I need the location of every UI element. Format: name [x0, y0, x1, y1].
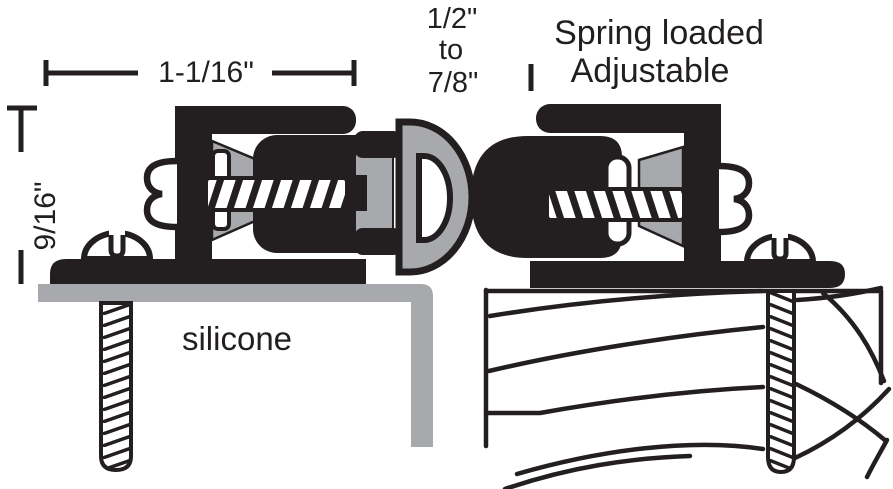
left-mounting-screw-threads	[101, 303, 131, 470]
height-dimension-label: 9/16"	[29, 181, 62, 250]
gap-range-label-line2: to	[439, 34, 463, 66]
right-base-flange	[530, 261, 845, 288]
bulb-clip-lip-bottom	[354, 228, 402, 255]
gap-range-label-line3: 7/8"	[428, 67, 479, 99]
wood-grain-line	[820, 290, 887, 384]
wood-grain-line	[483, 384, 766, 416]
silicone-l-bracket	[38, 284, 433, 447]
gap-range-label-line1: 1/2"	[427, 3, 478, 35]
annotations: 1-1/16" 9/16" 1/2" to 7/8" Spring loaded…	[7, 3, 764, 357]
bulb-clip-lip-top	[354, 131, 402, 158]
bulb-connector	[365, 146, 394, 240]
wood-grain-line	[792, 386, 892, 461]
right-weatherstrip-assembly	[471, 104, 892, 489]
left-adjustment-screw-threads	[206, 178, 347, 210]
left-top-arm	[175, 106, 356, 134]
height-dimension-line	[7, 105, 37, 284]
feature-label-line1: Spring loaded	[554, 14, 764, 52]
right-top-arm	[536, 104, 721, 133]
width-dimension-label: 1-1/16"	[158, 56, 254, 89]
right-adjustment-screw-head	[718, 162, 753, 236]
wood-grain-line	[486, 324, 766, 374]
left-weatherstrip-assembly	[38, 106, 476, 473]
wood-grain-line	[487, 288, 765, 319]
wood-grain-line	[502, 453, 693, 489]
left-base-plate	[50, 259, 366, 284]
wood-grain-line	[794, 285, 884, 303]
width-dimension-line	[43, 60, 357, 86]
right-adjustment-screw-threads	[547, 189, 684, 220]
wood-grain-line	[514, 442, 766, 477]
wood-grain-line	[793, 381, 889, 444]
left-pan-screw-slot	[108, 235, 126, 259]
left-adjustment-screw-head	[143, 157, 178, 231]
right-pan-screw-slot	[771, 238, 789, 262]
feature-label-line2: Adjustable	[571, 52, 730, 90]
bulb-seal-hollow	[416, 153, 453, 243]
right-mounting-screw-threads	[768, 291, 794, 472]
material-label: silicone	[182, 320, 292, 357]
wood-grain-line	[864, 437, 890, 480]
